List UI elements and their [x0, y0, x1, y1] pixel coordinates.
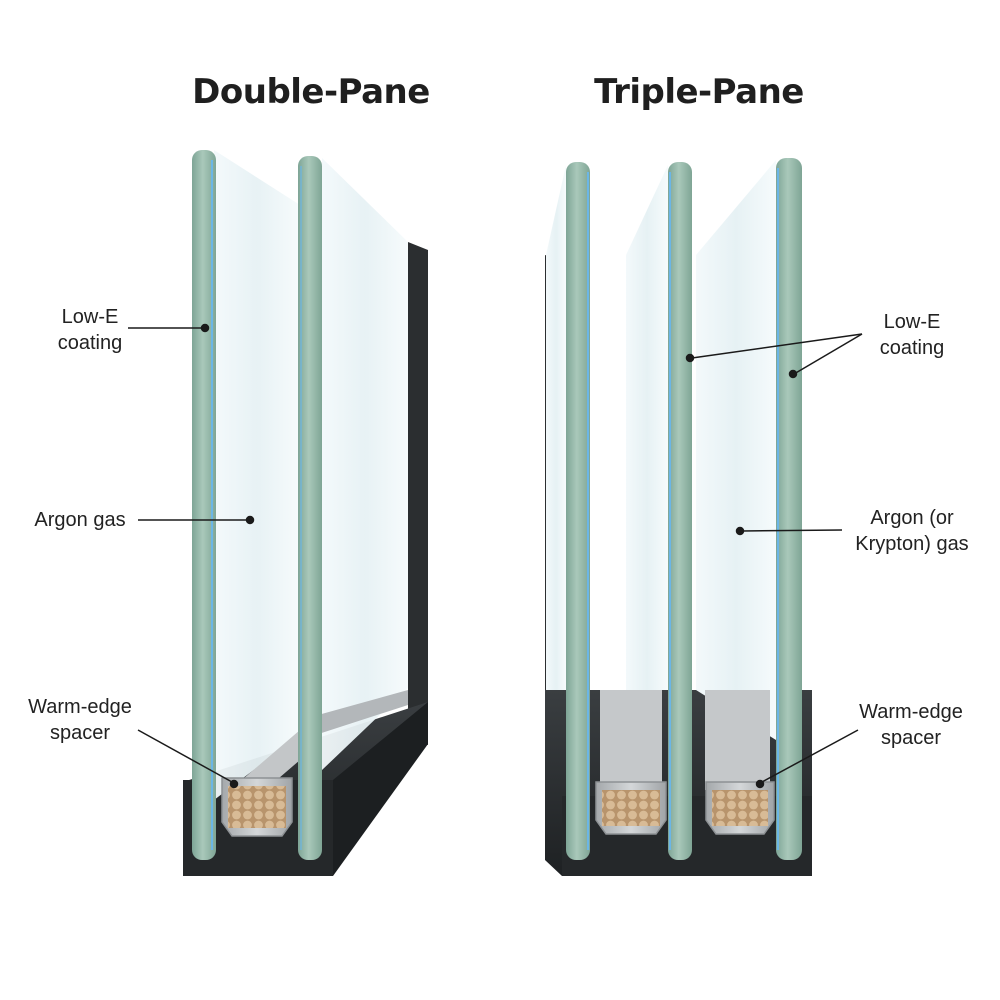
- glass-face-pane-1: [546, 165, 566, 690]
- marker-low-e-triple-2: [788, 369, 798, 379]
- label-low-e-double: Low-E coating: [40, 304, 140, 356]
- label-low-e-triple: Low-E coating: [860, 309, 964, 361]
- marker-spacer-double: [229, 779, 239, 789]
- label-argon-double: Argon gas: [20, 507, 140, 533]
- frame-back: [408, 242, 428, 745]
- label-line: Krypton) gas: [855, 533, 969, 555]
- glass-face-pane-3: [696, 160, 776, 740]
- triple-pane-unit: [545, 158, 812, 876]
- desiccant-fill-2: [712, 790, 768, 826]
- label-line: spacer: [49, 722, 111, 744]
- label-line: Warm-edge: [859, 701, 963, 723]
- marker-spacer-triple: [755, 779, 765, 789]
- label-spacer-double: Warm-edge spacer: [18, 694, 142, 746]
- label-line: spacer: [880, 727, 942, 749]
- glass-edge-back: [298, 156, 322, 860]
- marker-low-e-triple-1: [685, 353, 695, 363]
- glass-face-pane-2: [626, 165, 668, 690]
- label-line: Argon (or: [870, 507, 954, 529]
- label-line: Low-E: [61, 306, 119, 328]
- glass-edge-pane-2: [668, 162, 692, 860]
- glass-edge-pane-1: [566, 162, 590, 860]
- marker-argon-double: [245, 515, 255, 525]
- label-line: coating: [57, 332, 123, 354]
- leader-lines: [128, 323, 863, 789]
- marker-argon-triple: [735, 526, 745, 536]
- double-pane-title: Double-Pane: [192, 72, 430, 112]
- desiccant-fill-1: [602, 790, 660, 826]
- desiccant-fill: [228, 786, 286, 828]
- label-line: Low-E: [883, 311, 941, 333]
- glass-face-front: [214, 150, 300, 800]
- marker-low-e-double: [200, 323, 210, 333]
- triple-pane-title: Triple-Pane: [594, 72, 804, 112]
- label-spacer-triple: Warm-edge spacer: [850, 699, 972, 751]
- label-argon-triple: Argon (or Krypton) gas: [846, 505, 978, 557]
- label-line: Warm-edge: [28, 696, 132, 718]
- glass-edge-pane-3: [776, 158, 802, 860]
- label-line: coating: [879, 337, 945, 359]
- glass-face-back: [322, 158, 408, 770]
- label-line: Argon gas: [34, 509, 126, 531]
- double-pane-unit: [183, 150, 428, 876]
